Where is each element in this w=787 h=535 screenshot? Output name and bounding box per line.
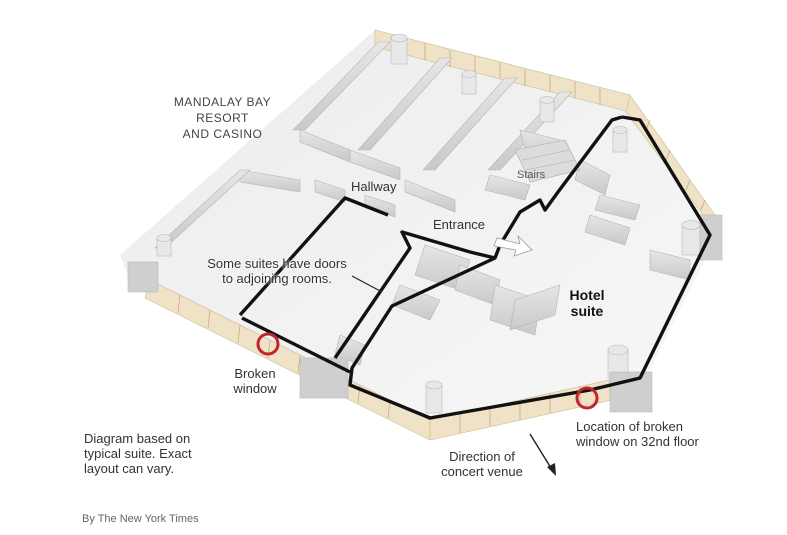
adjoining-suite-outline-2 — [333, 230, 496, 359]
stairs-block — [514, 139, 581, 183]
exterior-window-band — [144, 29, 723, 441]
adjoining-pointer — [351, 275, 383, 293]
adjoining-suite-outline — [238, 196, 389, 317]
broken-window-label: Broken window — [233, 366, 277, 396]
stairs-label: Stairs — [517, 169, 546, 181]
interior-walls — [154, 41, 691, 366]
hotel-suite-label: Hotel suite — [569, 287, 605, 319]
adjoining-rooms-label: Some suites have doors to adjoining room… — [207, 256, 347, 286]
credit-line: By The New York Times — [82, 513, 199, 525]
resort-label: MANDALAY BAY RESORT AND CASINO — [173, 95, 272, 141]
entrance-label: Entrance — [433, 217, 486, 232]
broken-window-location-label: Location of broken window on 32nd floor — [576, 419, 699, 449]
building-floor — [120, 30, 722, 430]
broken-window-marker — [256, 332, 280, 356]
hallway-label: Hallway — [351, 179, 397, 194]
concert-direction-label: Direction of concert venue — [441, 449, 523, 479]
direction-arrow — [529, 433, 556, 476]
hotel-suite-outline — [348, 115, 712, 420]
broken-window-32nd-floor-marker — [575, 386, 599, 410]
diagram-note: Diagram based on typical suite. Exact la… — [84, 431, 192, 476]
entrance-arrow — [493, 234, 533, 257]
room-divider — [241, 316, 351, 374]
structural-columns — [127, 33, 723, 414]
suite-outlines — [238, 115, 712, 420]
